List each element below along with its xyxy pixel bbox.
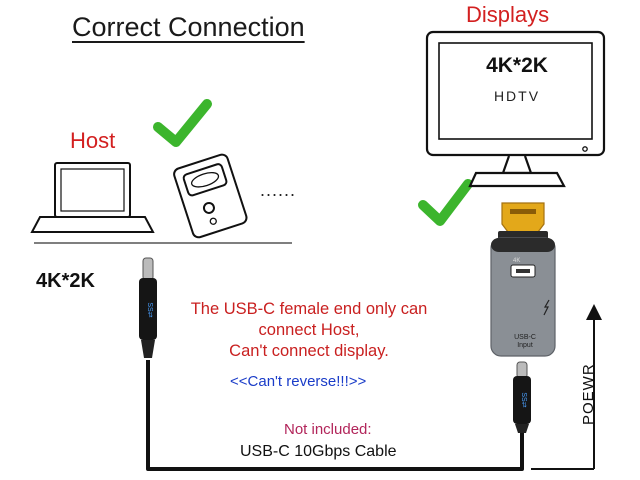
adapter-input-line1: USB-C — [514, 334, 536, 341]
adapter-input-line2: Input — [517, 342, 533, 349]
svg-text:SS⇄: SS⇄ — [146, 302, 153, 317]
cant-reverse-note: <<Can't reverse!!!>> — [230, 373, 367, 390]
laptop-icon — [30, 162, 155, 233]
adapter-input-label: USB-C Input — [507, 334, 543, 350]
not-included-label: Not included: — [284, 421, 372, 438]
tv-resolution: 4K*2K — [486, 54, 548, 77]
check-icon — [418, 179, 473, 226]
pc-tower-icon — [173, 153, 248, 239]
note-line-3: Can't connect display. — [229, 342, 389, 360]
tv-name: HDTV — [493, 88, 541, 104]
hdmi-plug-icon — [498, 202, 548, 241]
ellipsis: ...... — [260, 180, 297, 200]
power-label: POEWR — [580, 363, 597, 425]
check-icon — [153, 99, 212, 147]
monitor-icon — [425, 30, 606, 188]
usb-c-plug-icon: SS⇄ — [139, 257, 157, 358]
displays-label: Displays — [466, 2, 550, 27]
cable-label: USB-C 10Gbps Cable — [240, 443, 397, 460]
arrow-up-icon — [531, 304, 602, 470]
note-line-2: connect Host, — [258, 321, 360, 339]
host-label: Host — [70, 128, 116, 153]
svg-text:SS⇄: SS⇄ — [520, 392, 527, 407]
diagram-title: Correct Connection — [72, 12, 305, 42]
left-resolution: 4K*2K — [36, 270, 95, 292]
adapter-hdmi-tag: 4K — [513, 258, 521, 264]
adapter-body — [490, 237, 556, 357]
usb-c-cable — [146, 360, 524, 471]
usb-c-note: The USB-C female end only can connect Ho… — [164, 299, 454, 362]
note-line-1: The USB-C female end only can — [190, 300, 428, 318]
usb-c-plug-icon: SS⇄ — [513, 361, 531, 433]
